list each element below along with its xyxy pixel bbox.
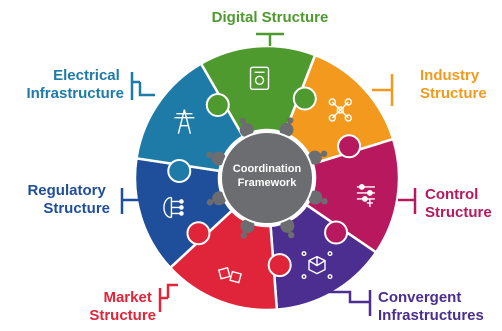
- control-sliders-icon: [356, 184, 375, 207]
- label-electrical-line2: Infrastructure: [26, 85, 124, 102]
- label-regulatory-line1: Regulatory: [27, 182, 106, 199]
- center-title-line2: Framework: [238, 177, 298, 189]
- label-digital-line: Digital Structure: [212, 9, 329, 26]
- segment-icons: [163, 66, 375, 284]
- callout-electrical: [130, 72, 155, 100]
- label-electrical-infrastructure: Electrical Infrastructure: [26, 67, 124, 102]
- label-regulatory-structure: Regulatory Structure: [27, 182, 110, 217]
- segment-digital: [199, 44, 317, 139]
- center-gear: [206, 117, 328, 239]
- label-industry-structure: Industry Structure: [420, 67, 487, 102]
- callout-digital: [256, 32, 284, 46]
- label-electrical-line1: Electrical: [53, 67, 120, 84]
- label-market-line1: Market: [103, 289, 151, 306]
- boxes-icon: [217, 266, 242, 284]
- label-convergent-infrastructures: Convergent Infrastructures: [378, 289, 484, 324]
- label-market-line2: Structure: [89, 307, 156, 324]
- circuit-brain-icon: [163, 196, 184, 219]
- segment-convergent: [269, 203, 378, 311]
- callout-industry: [372, 74, 394, 106]
- label-digital-structure: Digital Structure: [212, 9, 329, 26]
- label-convergent-line1: Convergent: [378, 289, 461, 306]
- callout-market: [158, 283, 178, 312]
- puzzle-knob: [167, 158, 192, 183]
- callout-regulatory: [120, 188, 140, 214]
- callout-convergent: [318, 290, 372, 316]
- label-regulatory-line2: Structure: [43, 200, 110, 217]
- segment-control: [304, 137, 401, 255]
- center-title-line1: Coordination: [233, 163, 302, 175]
- connected-cube-icon: [301, 251, 333, 280]
- label-convergent-line2: Infrastructures: [378, 307, 484, 324]
- puzzle-knob: [337, 134, 362, 159]
- label-control-structure: Control Structure: [425, 186, 492, 221]
- segment-labels: Digital Structure Industry Structure Con…: [26, 9, 491, 324]
- puzzle-knob: [205, 93, 230, 118]
- label-control-line2: Structure: [425, 204, 492, 221]
- callout-brackets: [120, 32, 417, 316]
- puzzle-knob: [292, 86, 317, 111]
- label-market-structure: Market Structure: [89, 289, 156, 324]
- puzzle-knob: [186, 221, 211, 246]
- label-industry-line2: Structure: [420, 85, 487, 102]
- center-circle: [220, 131, 314, 225]
- label-industry-line1: Industry: [420, 67, 480, 84]
- label-control-line1: Control: [425, 186, 478, 203]
- transmission-tower-icon: [174, 109, 195, 134]
- network-nodes-icon: [328, 98, 353, 122]
- gear-document-icon: [249, 66, 270, 90]
- callout-control: [398, 188, 417, 214]
- puzzle-knob: [267, 253, 292, 278]
- puzzle-knob: [324, 220, 349, 245]
